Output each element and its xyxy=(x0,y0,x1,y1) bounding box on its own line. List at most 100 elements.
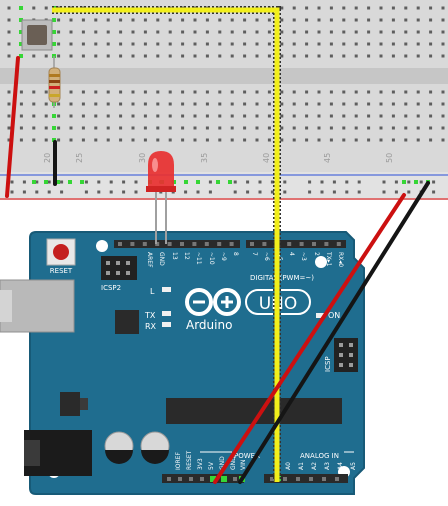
breadboard-hole xyxy=(354,126,358,130)
breadboard-hole xyxy=(329,18,333,22)
breadboard-hole xyxy=(404,114,408,118)
breadboard-hole xyxy=(379,138,383,142)
breadboard-hole xyxy=(416,30,420,34)
rail-hole xyxy=(122,180,126,184)
breadboard-hole xyxy=(280,126,284,130)
breadboard-hole xyxy=(57,138,61,142)
breadboard-hole xyxy=(441,18,445,22)
breadboard-hole xyxy=(94,42,98,46)
red-led xyxy=(146,151,176,244)
header-pin-label: 2 xyxy=(313,252,320,256)
header-pin xyxy=(106,261,110,265)
breadboard-hole xyxy=(7,114,11,118)
breadboard-hole xyxy=(280,6,284,10)
logo-left-ring xyxy=(185,288,213,316)
breadboard-hole xyxy=(329,114,333,118)
led-l xyxy=(162,287,171,292)
breadboard-hole xyxy=(7,54,11,58)
rail-hole xyxy=(419,180,423,184)
breadboard-body xyxy=(0,0,448,200)
push-button[interactable] xyxy=(21,19,53,51)
breadboard-hole xyxy=(404,42,408,46)
breadboard-hole xyxy=(44,102,48,106)
breadboard-hole xyxy=(367,114,371,118)
header-pin-label: IOREF xyxy=(175,452,182,470)
breadboard-hole xyxy=(193,18,197,22)
digital-header-left xyxy=(114,240,240,248)
breadboard-hole xyxy=(119,126,123,130)
rail-hole xyxy=(134,190,138,194)
breadboard-hole xyxy=(81,18,85,22)
connected-hole xyxy=(52,42,56,46)
breadboard-hole xyxy=(329,42,333,46)
connected-hole xyxy=(56,180,60,184)
yellow-wire[interactable] xyxy=(52,7,280,482)
red-power-wire[interactable] xyxy=(213,193,406,484)
rail-hole xyxy=(270,190,274,194)
column-number: 20 xyxy=(43,153,52,163)
breadboard-hole xyxy=(205,114,209,118)
breadboard-hole xyxy=(32,54,36,58)
breadboard-hole xyxy=(230,138,234,142)
breadboard-hole xyxy=(7,30,11,34)
breadboard-hole xyxy=(305,6,309,10)
breadboard-center-channel xyxy=(0,68,448,84)
breadboard-hole xyxy=(305,138,309,142)
rail-hole xyxy=(320,190,324,194)
breadboard-hole xyxy=(81,138,85,142)
rail-hole xyxy=(47,180,51,184)
breadboard-hole xyxy=(131,42,135,46)
header-pin-label: 13 xyxy=(171,252,178,260)
rail-hole xyxy=(122,190,126,194)
header-pin xyxy=(116,271,120,275)
breadboard-hole xyxy=(342,54,346,58)
breadboard-hole xyxy=(230,114,234,118)
breadboard-hole xyxy=(243,102,247,106)
breadboard-hole xyxy=(143,54,147,58)
breadboard-hole xyxy=(391,114,395,118)
digital-header-pins xyxy=(118,242,341,246)
breadboard-hole xyxy=(131,114,135,118)
black-ground-wire[interactable] xyxy=(238,181,430,484)
breadboard-hole xyxy=(156,102,160,106)
breadboard-hole xyxy=(292,114,296,118)
breadboard-hole xyxy=(94,114,98,118)
breadboard-hole xyxy=(7,102,11,106)
header-pin xyxy=(339,363,343,367)
header-pin xyxy=(262,242,267,246)
rail-hole xyxy=(22,180,26,184)
breadboard-hole xyxy=(218,18,222,22)
header-pin-label: ~3 xyxy=(300,252,307,261)
breadboard-hole xyxy=(205,30,209,34)
rail-hole xyxy=(196,190,200,194)
reset-button-cap xyxy=(53,244,69,260)
header-pin-label: A5 xyxy=(350,462,357,470)
rail-hole xyxy=(283,190,287,194)
breadboard-red-wire[interactable] xyxy=(5,56,20,198)
breadboard-hole xyxy=(193,138,197,142)
breadboard-hole xyxy=(391,30,395,34)
breadboard-hole xyxy=(404,126,408,130)
breadboard-hole xyxy=(404,54,408,58)
breadboard-hole xyxy=(57,54,61,58)
breadboard-hole xyxy=(168,54,172,58)
breadboard-hole xyxy=(267,30,271,34)
icsp2-label: ICSP2 xyxy=(101,284,121,292)
breadboard-hole xyxy=(168,114,172,118)
capacitor-left-band xyxy=(105,450,133,464)
breadboard-hole xyxy=(119,114,123,118)
breadboard-hole xyxy=(94,90,98,94)
header-pin-label: VIN xyxy=(240,460,247,470)
breadboard-hole xyxy=(429,30,433,34)
breadboard-hole xyxy=(379,126,383,130)
voltage-regulator-tab xyxy=(80,398,88,410)
connected-hole xyxy=(32,180,36,184)
breadboard-hole xyxy=(168,102,172,106)
breadboard-hole xyxy=(94,138,98,142)
breadboard-hole xyxy=(205,42,209,46)
breadboard-hole xyxy=(81,102,85,106)
breadboard-hole xyxy=(230,90,234,94)
breadboard-hole xyxy=(181,102,185,106)
rail-hole xyxy=(233,190,237,194)
breadboard-hole xyxy=(156,30,160,34)
